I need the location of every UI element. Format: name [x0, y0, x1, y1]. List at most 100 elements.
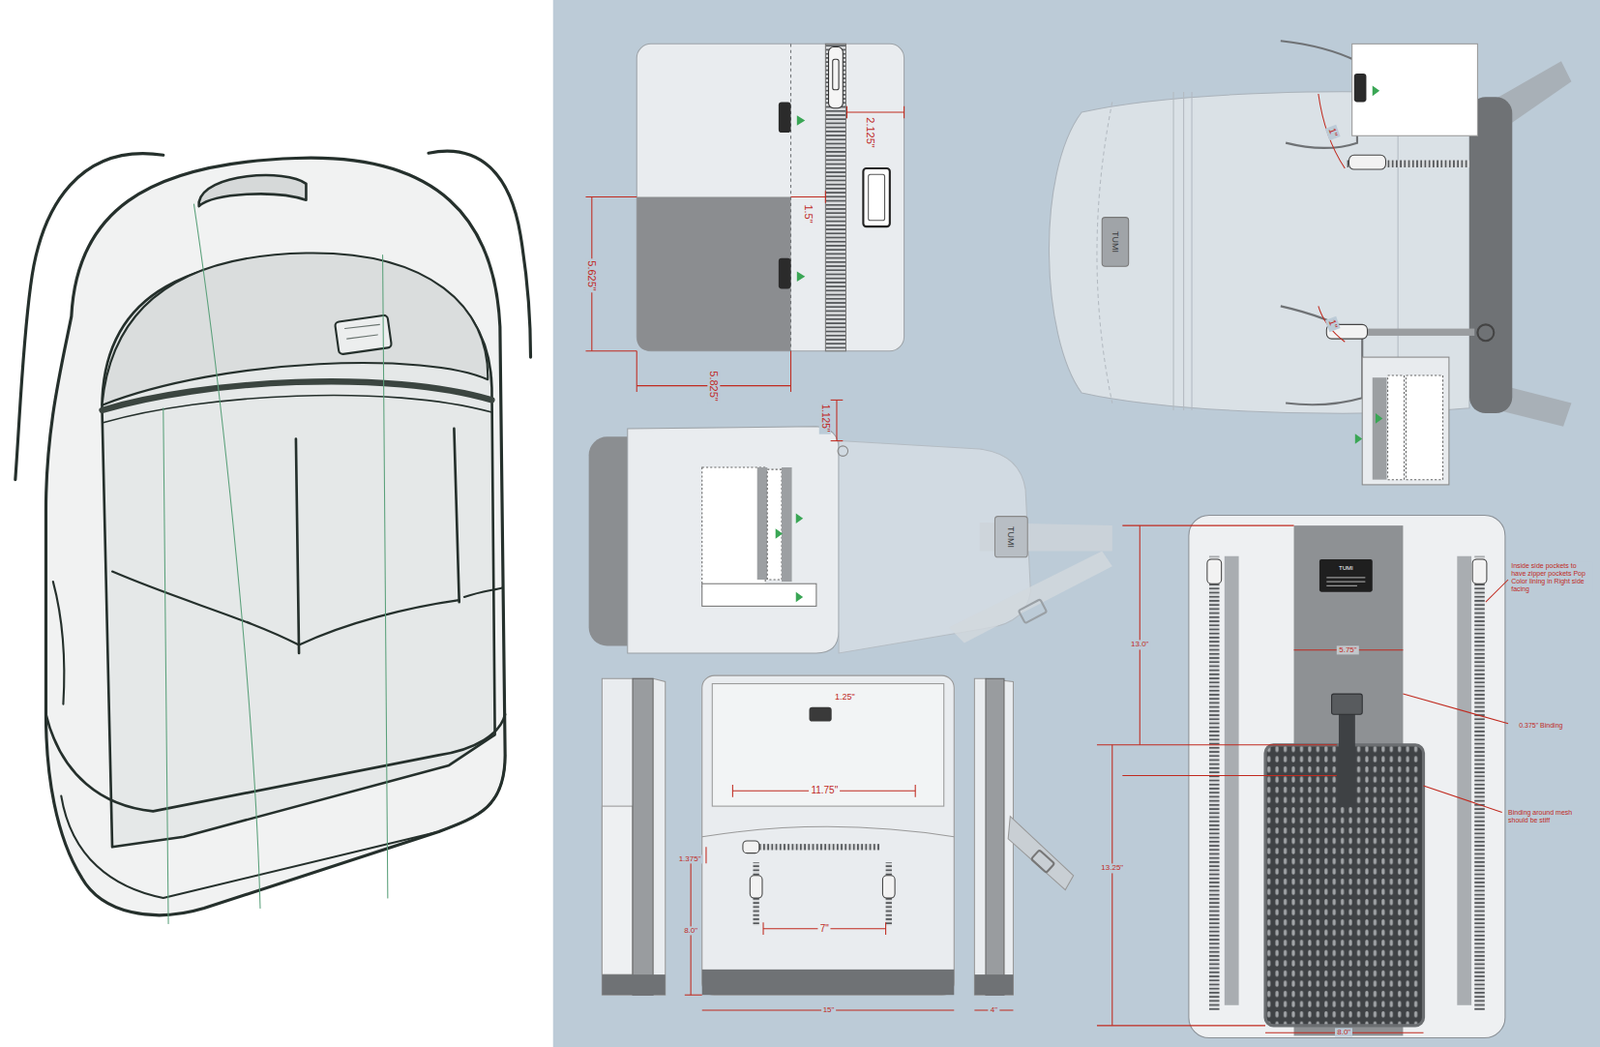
pocket-detail-view-part: [636, 197, 791, 352]
front-open-view-part: [1096, 91, 1398, 414]
pocket-detail-view-part: [797, 115, 805, 126]
front-open-view-part: [1318, 93, 1345, 342]
open-side-view-part: [627, 426, 839, 653]
pocket-detail-view-part-part: [585, 350, 637, 352]
open-side-view: [589, 399, 1113, 653]
front-elevation-view-part: [601, 974, 665, 995]
open-side-view-part: [757, 467, 769, 580]
open-side-view-part: [796, 512, 803, 524]
pocket-detail-view-part: [829, 47, 844, 109]
concept-sketch-part: [163, 408, 169, 924]
back-panel-view-part: [1474, 556, 1485, 1010]
concept-sketch-part: [193, 204, 261, 909]
back-panel-view-part-part: [1423, 785, 1503, 812]
concept-sketch-part: [45, 157, 505, 916]
front-open-view-part: [1388, 375, 1405, 480]
back-panel-view-part: [1224, 556, 1240, 1006]
dimension-label: 7": [818, 922, 831, 935]
pocket-detail-view-part: [825, 43, 846, 351]
concept-sketch-part: [464, 587, 503, 596]
pocket-detail-view-part-part: [585, 196, 637, 198]
concept-sketch-part: [199, 175, 307, 207]
front-elevation-view-part: [974, 678, 1013, 995]
back-panel-view-part: [1207, 559, 1222, 584]
back-panel-view-part-part: [1096, 1024, 1266, 1026]
dimension-label: 5.825": [708, 368, 721, 403]
back-panel-view-part: [1456, 556, 1472, 1006]
front-open-view-part: [1352, 43, 1479, 136]
front-elevation-view-part: [601, 805, 633, 975]
back-panel-view-part: [1332, 693, 1363, 714]
pocket-detail-view-part-part: [847, 111, 905, 113]
concept-sketch-part: [383, 255, 388, 898]
concept-sketch-part: [345, 324, 381, 339]
dimension-label: 1": [1325, 316, 1340, 332]
dimension-label: 8.0": [681, 925, 700, 935]
open-side-view-part: [948, 550, 1113, 643]
front-open-view-part: [1349, 154, 1387, 170]
front-open-view-part: [1354, 73, 1367, 103]
back-panel-view-part-part: [1326, 581, 1365, 583]
front-elevation-view-part: [985, 678, 1005, 995]
pocket-detail-view-part-part: [791, 196, 827, 198]
back-panel-view-part-part: [1485, 579, 1509, 602]
front-open-view-part: [1372, 377, 1388, 479]
front-open-view-part: [1362, 356, 1450, 485]
concept-sketch-part: [298, 599, 460, 645]
dimension-label: 1": [1325, 124, 1340, 141]
back-panel-view-part-part: [1122, 525, 1294, 527]
pocket-detail-view-part: [868, 174, 886, 220]
note-text: Inside side pockets to have zipper pocke…: [1509, 562, 1593, 593]
back-panel-view-part-part: [1326, 576, 1365, 578]
front-elevation-view: [601, 675, 1073, 1010]
dimension-label: 5.625": [585, 258, 598, 293]
front-open-view-part-part: [1318, 305, 1345, 342]
front-elevation-view-part: [882, 875, 895, 898]
back-panel-view-part: [1472, 559, 1487, 584]
front-open-view-part: [1280, 305, 1363, 405]
back-panel-view-part-part: [1402, 693, 1509, 724]
front-open-view-part-part: [1173, 91, 1175, 411]
drawing-panel: [553, 0, 1600, 1047]
open-side-view-part: [702, 583, 817, 606]
dimension-label: 4": [988, 1005, 1000, 1014]
back-panel-view-part-part: [1096, 743, 1337, 745]
brand-logo: TUMI: [1110, 229, 1121, 255]
back-panel-view-part: [1326, 577, 1365, 586]
dimension-label: 1.25": [832, 691, 858, 702]
front-elevation-view-part-part: [762, 921, 764, 935]
front-elevation-view-part: [749, 875, 763, 898]
front-elevation-view-part: [632, 678, 653, 995]
concept-sketch-part: [112, 571, 299, 646]
open-side-view-part: [796, 592, 803, 603]
front-open-view-part: [1375, 413, 1383, 424]
pocket-detail-view: [585, 43, 904, 392]
front-open-view-part: [1477, 324, 1494, 341]
front-elevation-view-part-part: [684, 994, 703, 996]
dimension-label: 13.25": [1098, 863, 1126, 873]
brand-logo: TUMI: [1336, 564, 1356, 572]
open-side-view-part: [837, 445, 849, 457]
back-panel-view-part: [1188, 515, 1506, 1038]
pocket-detail-view-part-part: [636, 351, 638, 392]
open-side-view-part: [994, 516, 1028, 558]
back-panel-view-part: [1209, 556, 1220, 1010]
open-side-view-part: [781, 467, 793, 582]
front-elevation-view-part-part: [705, 846, 707, 863]
front-elevation-view-part: [974, 974, 1013, 995]
pocket-detail-view-part-part: [903, 106, 905, 119]
brand-logo: TUMI: [1006, 524, 1016, 550]
note-text: Binding around mesh should be stiff: [1506, 808, 1584, 825]
concept-sketch-part: [453, 428, 459, 602]
front-elevation-view-part: [702, 826, 955, 837]
open-side-view-part-part: [835, 399, 837, 441]
pocket-detail-view-part: [778, 258, 792, 290]
front-open-view-part: [1406, 375, 1444, 480]
back-panel-view-part: [1096, 525, 1509, 1033]
front-elevation-view-part-part: [732, 784, 734, 798]
concept-sketch-part: [45, 713, 505, 811]
dimension-label: 11.75": [808, 785, 840, 798]
pocket-detail-view-part: [797, 271, 805, 283]
